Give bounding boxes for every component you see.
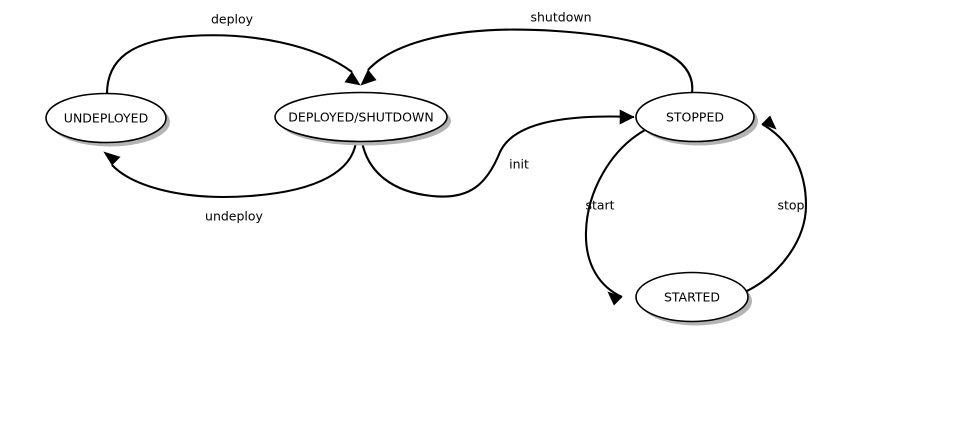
edge-label-deploy: deploy — [211, 12, 254, 27]
edge-labels-layer: deploy shutdown undeploy init start stop — [205, 10, 805, 224]
edge-label-undeploy: undeploy — [205, 209, 264, 224]
edge-label-init: init — [509, 157, 529, 172]
edge-shutdown — [360, 28, 694, 94]
node-label-deployed_shutdown: DEPLOYED/SHUTDOWN — [288, 110, 433, 125]
edge-path-stop — [744, 123, 808, 293]
edge-path-start — [584, 129, 646, 298]
state-node-stopped[interactable]: STOPPED — [635, 91, 758, 146]
node-label-undeployed: UNDEPLOYED — [64, 111, 148, 126]
edge-start — [584, 129, 646, 306]
edge-init — [360, 109, 635, 198]
node-ellipse-stopped[interactable] — [635, 91, 755, 143]
arrowhead-stop — [761, 115, 777, 130]
edge-path-shutdown — [367, 28, 694, 94]
node-label-stopped: STOPPED — [666, 110, 724, 125]
node-label-started: STARTED — [664, 290, 720, 305]
edge-deploy — [105, 34, 361, 95]
node-ellipse-started[interactable] — [635, 271, 749, 323]
node-ellipse-undeployed[interactable] — [45, 92, 167, 144]
edge-path-undeploy — [111, 141, 358, 198]
edge-label-stop: stop — [778, 198, 805, 213]
edge-label-start: start — [585, 198, 614, 213]
edge-stop — [744, 115, 808, 293]
state-node-started[interactable]: STARTED — [635, 271, 752, 326]
node-ellipse-deployed_shutdown[interactable] — [274, 91, 448, 143]
edge-undeploy — [103, 141, 358, 198]
edge-path-deploy — [105, 34, 353, 95]
state-node-undeployed[interactable]: UNDEPLOYED — [45, 92, 170, 147]
edges-layer — [103, 28, 808, 306]
arrowhead-init — [619, 109, 635, 125]
nodes-layer: UNDEPLOYED DEPLOYED/SHUTDOWN STOPPED STARTE… — [45, 91, 758, 326]
arrowhead-undeploy — [103, 151, 121, 166]
state-node-deployed_shutdown[interactable]: DEPLOYED/SHUTDOWN — [274, 91, 451, 146]
arrowhead-shutdown — [360, 69, 377, 86]
edge-label-shutdown: shutdown — [531, 10, 592, 25]
arrowhead-deploy — [344, 71, 361, 86]
arrowhead-start — [607, 291, 623, 306]
edge-path-init — [360, 115, 635, 198]
